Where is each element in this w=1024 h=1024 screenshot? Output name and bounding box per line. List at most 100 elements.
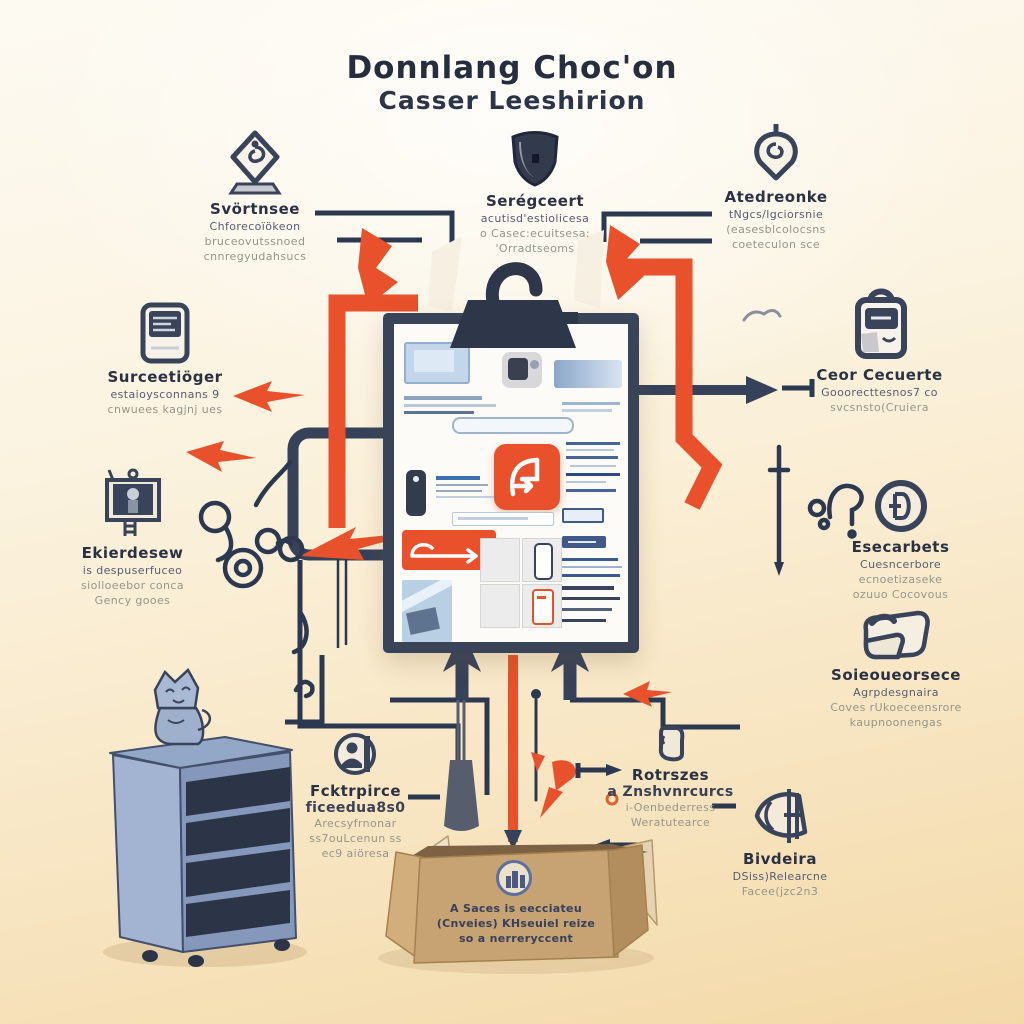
text-line bbox=[566, 449, 614, 451]
node-title: Soieoueorsece bbox=[831, 666, 961, 684]
grid-cell bbox=[480, 538, 520, 582]
node-line: Coves rUkoeceensrore bbox=[830, 701, 962, 714]
node-top-left: Svörtnsee Chforecoïökeon bruceovutssnoed… bbox=[165, 130, 345, 264]
node-line: Arecsyfrnonar bbox=[314, 817, 397, 830]
clipboard-clip bbox=[450, 262, 578, 348]
node-bottom-left: Fcktrpirce ficeedua8s0 Arecsyfrnonar ss7… bbox=[278, 732, 433, 861]
blue-banner bbox=[554, 360, 622, 388]
funnel-icon bbox=[754, 789, 808, 843]
shield-icon bbox=[511, 131, 559, 187]
blue-link-line bbox=[436, 476, 480, 480]
node-right-circle: Esecarbets Cuesncerbore ecnoetizaseke oz… bbox=[818, 478, 983, 602]
text-line bbox=[436, 484, 488, 486]
pipe-tip bbox=[504, 830, 522, 850]
satchel-icon bbox=[854, 288, 907, 359]
node-title: Svörtnsee bbox=[210, 200, 300, 218]
cardboard-box bbox=[385, 835, 658, 964]
clipboard-panel bbox=[383, 313, 639, 653]
node-line: Cuesncerbore bbox=[859, 558, 942, 571]
wallet-icon bbox=[863, 610, 930, 660]
paper-shard-left bbox=[428, 236, 462, 312]
chip-outline bbox=[562, 508, 604, 523]
memory-card-icon bbox=[140, 302, 190, 364]
list-dash bbox=[562, 586, 614, 590]
node-line: tNgcs/lgciorsnie bbox=[728, 208, 824, 221]
thumb-inner bbox=[414, 350, 454, 372]
text-line bbox=[566, 489, 616, 492]
node-top-center: Serégceert acutisd'estiolicesa o Casec:e… bbox=[435, 128, 635, 256]
camera-lens bbox=[530, 360, 539, 369]
spear-tip bbox=[774, 562, 784, 576]
node-right-cone: Bivdeira DSiss)Relearcne Facee(jzc2n3 bbox=[694, 788, 866, 899]
loop-legs bbox=[336, 555, 348, 648]
node-title: Bivdeira bbox=[743, 850, 817, 868]
node-line: 'Orradtseoms bbox=[495, 242, 575, 255]
orange-pipes bbox=[328, 258, 723, 842]
text-line bbox=[436, 496, 494, 498]
node-right-wallet: Soieoueorsece Agrpdesgnaira Coves rUkoec… bbox=[806, 610, 986, 730]
node-line: i-Oenbederress bbox=[625, 801, 716, 814]
title-line-2: Casser Leeshirion bbox=[378, 86, 646, 115]
grid-cell bbox=[480, 584, 520, 628]
node-title: Surceetiöger bbox=[107, 368, 223, 386]
phone-icon bbox=[406, 470, 426, 516]
ink-doodles bbox=[198, 309, 864, 802]
spiral-gem-icon bbox=[228, 130, 282, 195]
node-line: a Znshvnrcurcs bbox=[607, 784, 734, 800]
node-line: ficeedua8s0 bbox=[305, 800, 406, 816]
list-dash bbox=[562, 608, 612, 611]
search-hint-line bbox=[458, 517, 528, 520]
text-line bbox=[562, 402, 620, 405]
text-line bbox=[404, 411, 474, 414]
node-title: Esecarbets bbox=[851, 538, 950, 556]
text-line bbox=[566, 456, 618, 459]
text-line bbox=[566, 473, 620, 476]
list-dash bbox=[562, 619, 606, 622]
text-line bbox=[562, 566, 622, 568]
banner-swoosh bbox=[410, 542, 478, 564]
node-line: ss7ouLcenun ss bbox=[309, 832, 402, 845]
grid-cell bbox=[522, 538, 562, 582]
node-left-storage: Surceetiöger estaioysconnans 9 cnwuees k… bbox=[70, 302, 260, 417]
node-line: Gency gooes bbox=[94, 594, 171, 607]
factory-badge-icon bbox=[496, 860, 532, 896]
node-line: coeteculon sce bbox=[731, 238, 821, 251]
box-line: so a nerreryccent bbox=[458, 932, 574, 945]
node-line: o Casec:ecuitsesa: bbox=[480, 227, 590, 240]
box-line: A Saces is eecciateu bbox=[450, 902, 582, 915]
pill-field bbox=[452, 417, 574, 434]
text-line bbox=[566, 481, 606, 483]
chip-solid bbox=[562, 536, 606, 548]
small-arrowhead-right bbox=[606, 764, 622, 776]
paper-shard-right bbox=[574, 230, 604, 308]
box-line: (Cnveies) KHseuiel reize bbox=[436, 917, 596, 930]
node-line: (easesblcolocsns bbox=[726, 223, 826, 236]
coin-glyph-icon bbox=[874, 480, 927, 532]
node-left-machine: Ekierdesew is despuserfuceo siolloeebor … bbox=[40, 468, 225, 608]
node-title: Ekierdesew bbox=[81, 544, 184, 562]
node-bottom-right: Rotrszes a Znshvnrcurcs i-Oenbederress W… bbox=[598, 724, 743, 830]
paddle-doodle bbox=[444, 700, 479, 831]
list-dash bbox=[562, 597, 620, 600]
node-right-bag: Ceor Cecuerte Gooorecttesnos7 co svcsnst… bbox=[792, 286, 967, 415]
cat-figure bbox=[153, 668, 211, 746]
orange-flame-right bbox=[606, 225, 644, 300]
orange-ring bbox=[605, 792, 619, 806]
node-title: Rotrszes bbox=[631, 766, 710, 784]
grid-cell bbox=[522, 584, 562, 628]
node-line: svcsnsto(Cruiera bbox=[830, 401, 929, 414]
node-line: acutisd'estiolicesa bbox=[480, 212, 590, 225]
filing-cabinet bbox=[109, 736, 297, 967]
node-line: siolloeebor conca bbox=[81, 579, 184, 592]
node-line: Agrpdesgnaira bbox=[853, 686, 939, 699]
node-line: ozuuo Cocovous bbox=[852, 588, 949, 601]
text-line bbox=[570, 465, 616, 467]
node-top-right: Atedreonke tNgcs/lgciorsnie (easesblcolo… bbox=[678, 122, 874, 252]
node-line: Facee(jzc2n3 bbox=[741, 885, 819, 898]
node-line: cnwuees kagjnj ues bbox=[107, 403, 223, 416]
node-title: Fcktrpirce bbox=[309, 782, 402, 800]
text-line bbox=[404, 396, 482, 400]
image-placeholder bbox=[402, 580, 452, 642]
pin-spiral-icon bbox=[754, 124, 798, 181]
